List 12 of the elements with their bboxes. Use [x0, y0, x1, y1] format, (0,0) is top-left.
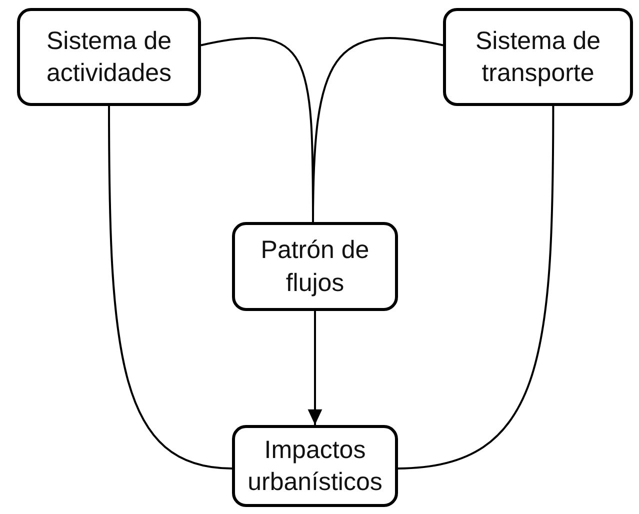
process-box — [232, 425, 398, 507]
arrow — [308, 311, 322, 425]
node-label: Sistema de actividades — [45, 26, 173, 89]
connector-line — [312, 37, 444, 222]
process-box — [17, 8, 201, 106]
connector-line — [108, 106, 232, 470]
process-box — [443, 8, 633, 106]
node-label: Impactos urbanísticos — [246, 434, 384, 498]
node-label: Patrón de flujos — [260, 235, 370, 298]
process-box — [232, 222, 398, 311]
connector-line — [398, 106, 554, 470]
node-label: Sistema de transporte — [474, 26, 602, 89]
